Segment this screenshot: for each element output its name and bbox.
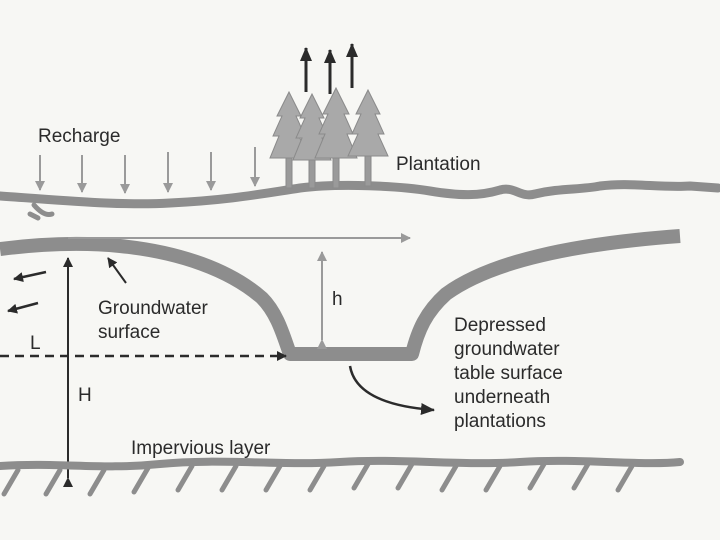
groundwater-surface-curve	[0, 229, 681, 361]
recharge-arrows	[35, 147, 260, 194]
recharge-label: Recharge	[38, 126, 121, 147]
transpiration-arrows	[300, 43, 358, 94]
plantation-label: Plantation	[396, 154, 481, 175]
plantation-trees	[269, 86, 389, 189]
impervious-layer-hatching	[1, 461, 635, 497]
impervious-layer-label: Impervious layer	[131, 438, 271, 459]
h-label: h	[332, 289, 343, 310]
outflow-arrow	[13, 270, 47, 282]
H-label: H	[78, 385, 92, 406]
outflow-arrow	[7, 301, 39, 314]
ground-surface	[0, 180, 720, 209]
groundwater-pointer-arrow	[107, 257, 127, 284]
conifer-tree-icon	[314, 86, 358, 189]
L-label: L	[30, 333, 41, 354]
conifer-tree-icon	[269, 90, 309, 189]
ground-tuft	[27, 202, 55, 221]
conifer-tree-icon	[347, 88, 389, 187]
depressed-table-label: Depressed groundwater table surface unde…	[454, 315, 563, 432]
depressed-pointer-arrow	[348, 365, 435, 416]
groundwater-surface-label: Groundwater surface	[98, 298, 208, 343]
impervious-layer	[0, 456, 684, 471]
